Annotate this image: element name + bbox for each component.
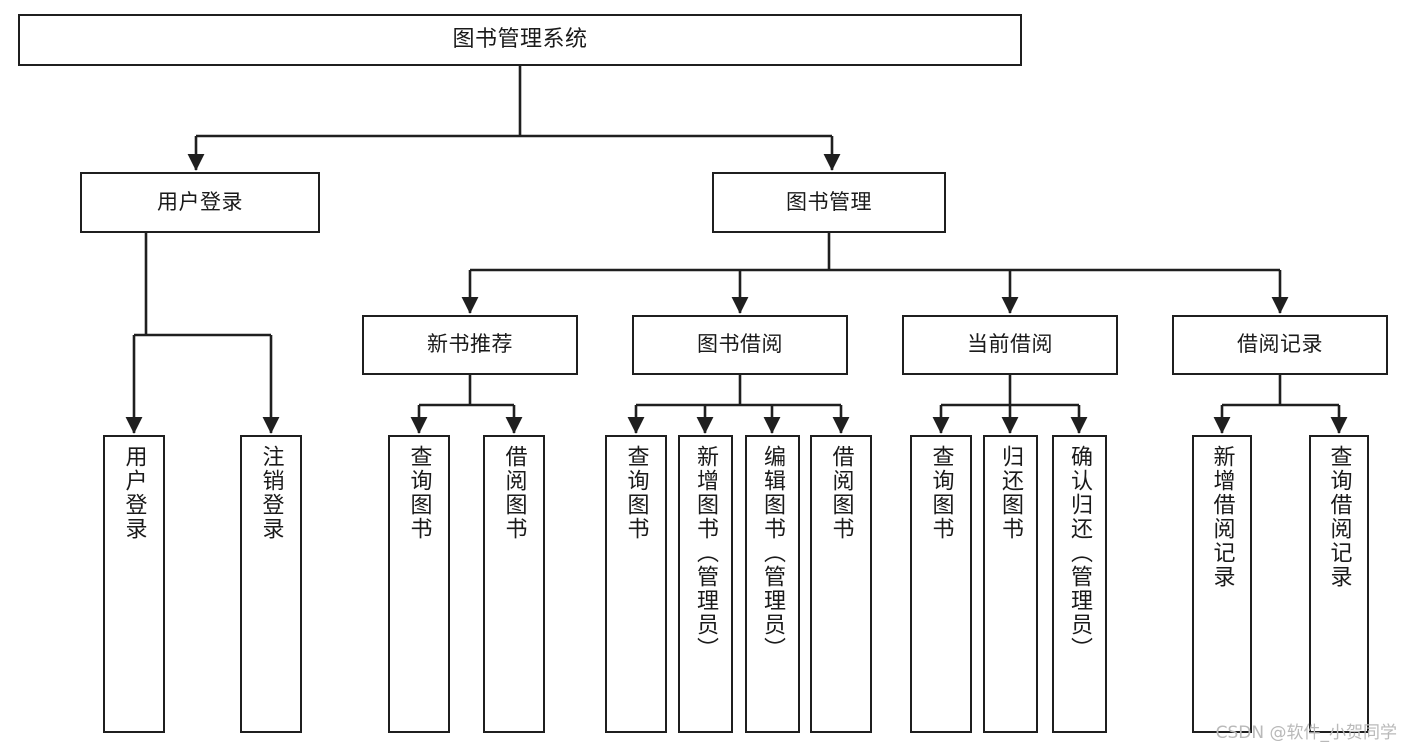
node-label: 借阅图书: [501, 445, 527, 541]
node-leaf-query-book-borrow[interactable]: 查询图书: [605, 435, 667, 733]
node-leaf-confirm-return[interactable]: 确认归还（管理员）: [1052, 435, 1107, 733]
node-label: 注销登录: [258, 445, 284, 541]
node-leaf-edit-book[interactable]: 编辑图书（管理员）: [745, 435, 800, 733]
node-borrow-record[interactable]: 借阅记录: [1172, 315, 1388, 375]
node-label: 当前借阅: [967, 332, 1053, 357]
node-leaf-user-login[interactable]: 用户登录: [103, 435, 165, 733]
node-book-borrow[interactable]: 图书借阅: [632, 315, 848, 375]
node-label: 确认归还（管理员）: [1067, 445, 1093, 661]
node-leaf-borrow-book-recommend[interactable]: 借阅图书: [483, 435, 545, 733]
node-label: 编辑图书（管理员）: [760, 445, 786, 661]
node-label: 新增借阅记录: [1209, 445, 1235, 589]
node-label: 查询图书: [623, 445, 649, 541]
node-new-book-recommend[interactable]: 新书推荐: [362, 315, 578, 375]
node-label: 用户登录: [157, 189, 243, 214]
node-label: 图书管理系统: [452, 26, 588, 52]
node-leaf-borrow-book-borrow[interactable]: 借阅图书: [810, 435, 872, 733]
node-label: 新增图书（管理员）: [693, 445, 719, 661]
node-leaf-query-borrow-record[interactable]: 查询借阅记录: [1309, 435, 1369, 733]
node-leaf-query-book-current[interactable]: 查询图书: [910, 435, 972, 733]
node-leaf-logout-login[interactable]: 注销登录: [240, 435, 302, 733]
node-label: 图书管理: [786, 189, 872, 214]
node-leaf-query-book-recommend[interactable]: 查询图书: [388, 435, 450, 733]
node-user-login[interactable]: 用户登录: [80, 172, 320, 233]
node-label: 图书借阅: [697, 332, 783, 357]
node-label: 查询借阅记录: [1326, 445, 1352, 589]
node-label: 借阅图书: [828, 445, 854, 541]
node-root-book-management-system[interactable]: 图书管理系统: [18, 14, 1022, 66]
node-label: 查询图书: [928, 445, 954, 541]
csdn-watermark: CSDN @软件_小贺同学: [1215, 723, 1397, 743]
node-leaf-add-book[interactable]: 新增图书（管理员）: [678, 435, 733, 733]
node-current-borrow[interactable]: 当前借阅: [902, 315, 1118, 375]
node-leaf-add-borrow-record[interactable]: 新增借阅记录: [1192, 435, 1252, 733]
node-leaf-return-book[interactable]: 归还图书: [983, 435, 1038, 733]
node-book-management[interactable]: 图书管理: [712, 172, 946, 233]
node-label: 归还图书: [998, 445, 1024, 541]
node-label: 借阅记录: [1237, 332, 1323, 357]
node-label: 新书推荐: [427, 332, 513, 357]
node-label: 查询图书: [406, 445, 432, 541]
node-label: 用户登录: [121, 445, 147, 541]
